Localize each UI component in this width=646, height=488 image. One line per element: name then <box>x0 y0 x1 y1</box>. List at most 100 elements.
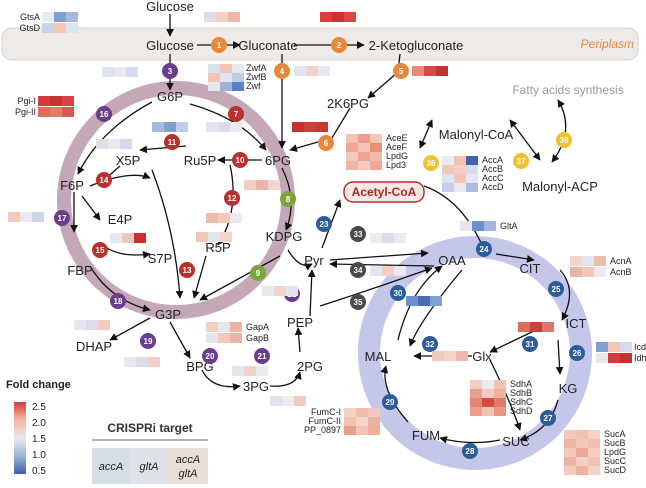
step-15: 15 <box>92 242 108 258</box>
heatmap-glucose-transport <box>204 12 240 22</box>
step-29: 29 <box>382 394 398 410</box>
svg-text:26: 26 <box>573 349 582 358</box>
metabolite-kg: KG <box>559 381 578 396</box>
svg-text:16: 16 <box>100 110 109 119</box>
step-28: 28 <box>462 443 478 459</box>
gene-acca: AccA <box>482 155 503 165</box>
heatmap-step31 <box>518 322 554 332</box>
step-2: 2 <box>331 37 347 53</box>
svg-text:5: 5 <box>399 67 404 76</box>
metabolite-glucose: Glucose <box>146 38 194 53</box>
metabolite-pep: PEP <box>287 315 313 330</box>
gene-pgi-i: Pgi-I <box>17 96 36 106</box>
heatmap-gap <box>206 322 242 343</box>
heatmap-step5 <box>412 66 448 76</box>
svg-text:1: 1 <box>217 41 222 50</box>
metabolite-dhap: DHAP <box>76 339 112 354</box>
crispri-target-combo-line2: gltA <box>179 468 198 480</box>
legend-tick-1-0: 1.0 <box>32 450 46 461</box>
gene-acnb: AcnB <box>610 267 632 277</box>
heatmap-step16 <box>96 139 132 149</box>
legend-tick-2-0: 2.0 <box>32 418 46 429</box>
gene-acef: AceF <box>386 142 408 152</box>
heatmap-zwf <box>208 64 244 91</box>
gene-gapa: GapA <box>246 322 269 332</box>
step-markers: 1 2 3 4 5 6 7 8 9 10 11 12 13 14 15 16 1… <box>54 37 585 459</box>
gene-acna: AcnA <box>610 256 632 266</box>
metabolite-gluconate: Gluconate <box>238 38 297 53</box>
svg-text:34: 34 <box>354 266 363 275</box>
heatmap-step34 <box>370 266 406 276</box>
svg-text:10: 10 <box>236 156 245 165</box>
svg-text:4: 4 <box>280 67 285 76</box>
metabolite-fbp: FBP <box>67 263 92 278</box>
step-12: 12 <box>224 190 240 206</box>
crispri-cell-glta <box>130 448 168 484</box>
svg-text:38: 38 <box>560 136 569 145</box>
svg-text:24: 24 <box>480 245 489 254</box>
svg-text:32: 32 <box>426 340 435 349</box>
step-18: 18 <box>110 293 126 309</box>
gene-icd: Icd <box>634 342 646 352</box>
gene-accb: AccB <box>482 164 503 174</box>
step-21: 21 <box>254 348 270 364</box>
gene-suca: SucA <box>604 429 626 439</box>
step-4: 4 <box>274 63 290 79</box>
step-1: 1 <box>211 37 227 53</box>
metabolite-f6p: F6P <box>60 178 84 193</box>
metabolite-ict: ICT <box>566 316 587 331</box>
svg-text:14: 14 <box>100 176 109 185</box>
svg-text:28: 28 <box>466 447 475 456</box>
heatmap-pgi <box>38 96 74 117</box>
svg-text:19: 19 <box>144 337 153 346</box>
crispri-target-glta: gltA <box>140 461 159 473</box>
step-38: 38 <box>556 132 572 148</box>
gene-fumc-i: FumC-I <box>311 407 341 417</box>
gene-accd: AccD <box>482 182 504 192</box>
metabolite-3pg: 3PG <box>243 379 269 394</box>
metabolite-2pg: 2PG <box>297 359 323 374</box>
heatmap-suc <box>564 430 600 475</box>
step-30: 30 <box>390 285 406 301</box>
heatmap-step6 <box>292 122 328 132</box>
metabolite-malonyl-acp: Malonyl-ACP <box>522 179 598 194</box>
step-26: 26 <box>569 345 585 361</box>
periplasm-label: Periplasm <box>581 37 634 51</box>
svg-text:21: 21 <box>258 352 267 361</box>
metabolite-s7p: S7P <box>148 251 173 266</box>
svg-text:18: 18 <box>114 297 123 306</box>
metabolite-oaa: OAA <box>438 253 466 268</box>
step-8: 8 <box>280 191 296 207</box>
metabolite-g3p: G3P <box>155 307 181 322</box>
step-3: 3 <box>162 63 178 79</box>
step-32: 32 <box>422 336 438 352</box>
svg-text:31: 31 <box>526 340 535 349</box>
gene-sdhb: SdhB <box>510 388 532 398</box>
step-37: 37 <box>513 153 529 169</box>
svg-text:23: 23 <box>320 220 329 229</box>
gene-succ: SucC <box>604 456 627 466</box>
heatmap-ace <box>346 134 382 170</box>
svg-text:6: 6 <box>324 139 329 148</box>
step-25: 25 <box>548 281 564 297</box>
metabolite-pyr: Pyr <box>304 253 324 268</box>
metabolite-malonyl-coa: Malonyl-CoA <box>439 127 514 142</box>
metabolite-glx: Glx <box>472 349 492 364</box>
metabolite-cit: CIT <box>520 261 541 276</box>
step-27: 27 <box>540 410 556 426</box>
metabolite-ru5p: Ru5P <box>184 153 217 168</box>
svg-text:25: 25 <box>552 285 561 294</box>
heatmap-step4 <box>294 66 330 76</box>
metabolite-mal: MAL <box>365 349 392 364</box>
step-23: 23 <box>316 216 332 232</box>
metabolite-2-ketogluconate: 2-Ketogluconate <box>369 38 464 53</box>
heatmap-acn <box>570 256 606 277</box>
gene-sdhd: SdhD <box>510 406 533 416</box>
gene-pp0897: PP_0897 <box>304 425 341 435</box>
gene-sucb: SucB <box>604 438 626 448</box>
svg-text:2: 2 <box>337 41 342 50</box>
heatmap-step10 <box>244 180 280 190</box>
svg-text:33: 33 <box>354 230 363 239</box>
step-35: 35 <box>350 294 366 310</box>
step-5: 5 <box>393 63 409 79</box>
